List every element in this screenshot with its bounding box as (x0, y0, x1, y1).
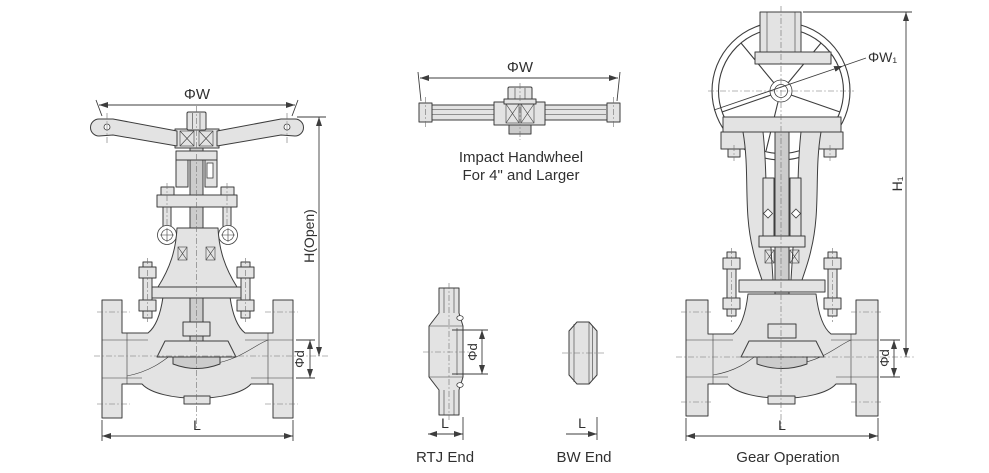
dimension-bw-l: L (566, 415, 598, 440)
gear-backseat-collar (767, 323, 797, 339)
dimension-phi-w1: ΦW₁ (713, 49, 897, 111)
gland-eyebolt-nut-left (157, 225, 177, 245)
globe-valve-front-view: ΦW H(Open) Φd L (90, 86, 330, 441)
impact-hub (493, 101, 546, 126)
dimension-phi-d: Φd (292, 339, 315, 379)
dimension-gear-l: L (685, 417, 879, 441)
bw-caption: BW End (556, 449, 611, 466)
gland-eyebolt-nut-right (218, 225, 238, 245)
dimension-gear-phi-d: Φd (877, 339, 900, 378)
dimension-phi-w: ΦW (95, 86, 299, 117)
dim-label-phi-w1: ΦW₁ (868, 49, 897, 65)
dimension-rtj-l: L (428, 415, 464, 440)
bonnet-bolts (138, 258, 255, 322)
dim-label-h-open: H(Open) (301, 209, 317, 263)
impact-caption-line2: For 4" and Larger (462, 167, 579, 184)
rtj-end-view: Φd L RTJ End (416, 283, 488, 466)
dim-label-rtj-l: L (441, 415, 449, 431)
dimension-rtj-phi-d: Φd (452, 329, 488, 375)
gear-valve-disc (756, 356, 808, 369)
dim-label-impact-phi-w: ΦW (507, 59, 534, 76)
impact-handwheel-view: ΦW Impact Handwheel For 4" and Larger (417, 59, 621, 184)
gear-bonnet-bolts (722, 248, 842, 322)
dim-label-bw-l: L (578, 415, 586, 431)
rtj-flange (428, 287, 464, 416)
dimension-impact-phi-w: ΦW (417, 59, 621, 102)
rtj-caption: RTJ End (416, 449, 474, 466)
dim-label-phi-d: Φd (292, 350, 307, 368)
stem-packing-hatch (177, 246, 216, 261)
handwheel (90, 111, 304, 149)
impact-caption-line1: Impact Handwheel (459, 149, 583, 166)
dim-label-h1: H₁ (889, 176, 905, 191)
gear-caption: Gear Operation (736, 449, 839, 466)
dim-label-gear-l: L (778, 417, 786, 433)
gear-bonnet-flange (738, 279, 826, 293)
bonnet-flange (151, 286, 243, 299)
gear-stem-packing-hatch (764, 249, 800, 264)
gear-body-bottom-boss (767, 395, 796, 405)
dim-label-l: L (193, 417, 201, 433)
yoke-bar (156, 194, 238, 208)
dim-label-gear-phi-d: Φd (877, 349, 892, 367)
gear-seat-ring (740, 340, 825, 358)
dimension-h-open: H(Open) (297, 116, 326, 356)
body-bottom-boss (183, 395, 211, 405)
bore-lines (102, 339, 293, 379)
gland-plate (758, 235, 806, 248)
gear-operation-view: ΦW₁ H₁ Φd L Gear Operation (676, 6, 914, 466)
dim-label-rtj-phi-d: Φd (465, 343, 480, 361)
bw-end-view: L BW End (556, 321, 612, 466)
dim-label-phi-w: ΦW (184, 86, 211, 103)
dimension-h1: H₁ (803, 11, 912, 357)
dimension-l: L (101, 417, 294, 441)
gearbox-plate (722, 116, 842, 133)
